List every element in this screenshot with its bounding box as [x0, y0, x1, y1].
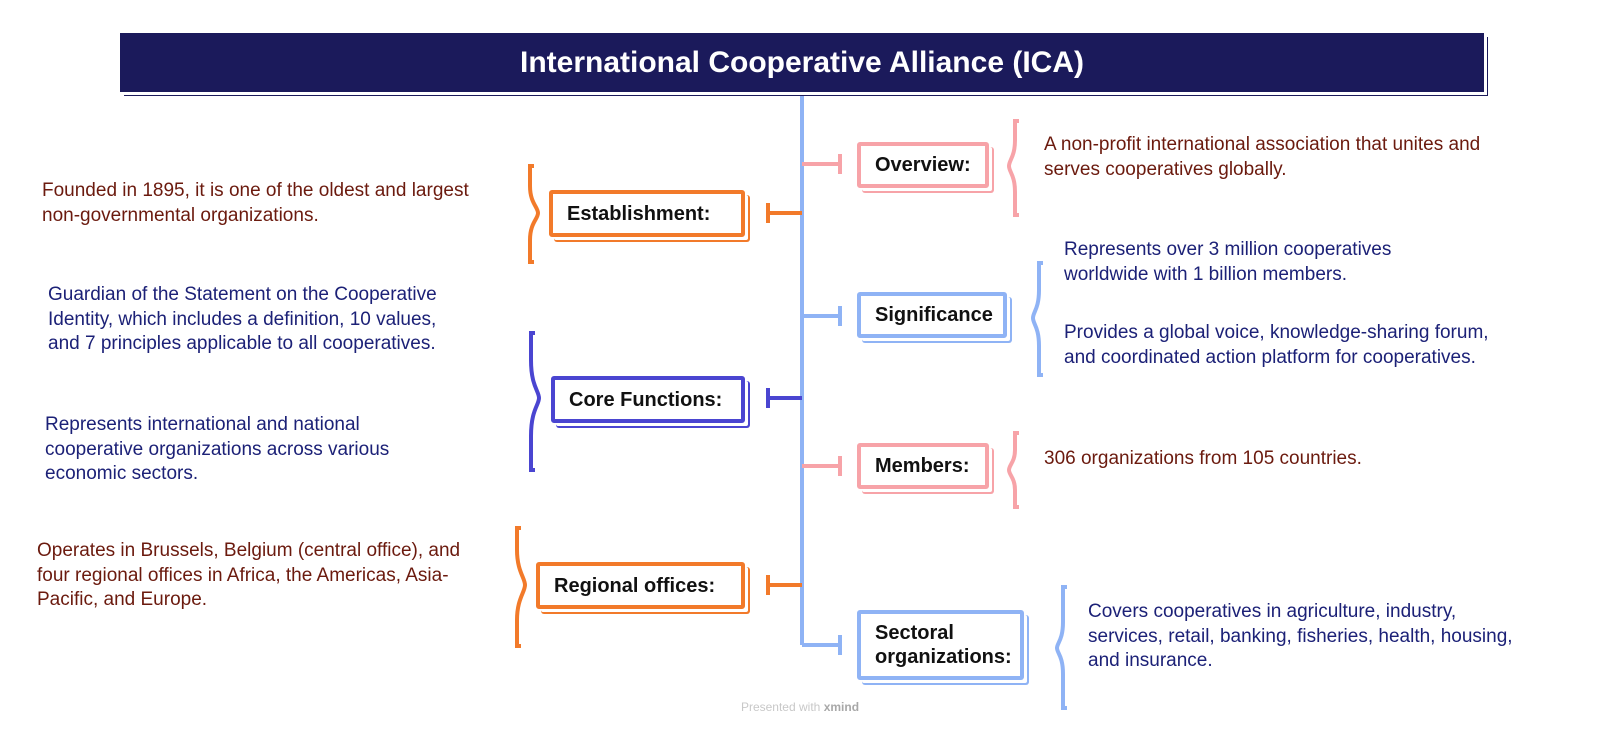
node-regional-offices[interactable]: Regional offices: — [536, 562, 745, 609]
node-core-functions-label: Core Functions: — [569, 388, 723, 411]
core-functions-detail-1: Guardian of the Statement on the Coopera… — [48, 284, 437, 354]
node-regional-offices-label: Regional offices: — [554, 574, 716, 597]
node-members-label: Members: — [875, 455, 970, 477]
overview-detail: A non-profit international association t… — [1044, 134, 1481, 180]
regional-offices-detail: Operates in Brussels, Belgium (central o… — [37, 540, 461, 610]
footer-brand: xmind — [823, 700, 860, 714]
significance-detail-1: Represents over 3 million cooperatives w… — [1064, 239, 1392, 285]
node-significance[interactable]: Significance — [857, 292, 1007, 338]
node-overview-label: Overview: — [875, 154, 971, 176]
node-sectoral-label: Sectoral organizations: — [875, 622, 1012, 668]
core-functions-detail-2: Represents international and national co… — [45, 414, 390, 484]
node-core-functions[interactable]: Core Functions: — [551, 376, 745, 423]
node-members[interactable]: Members: — [857, 443, 989, 489]
node-sectoral-organizations[interactable]: Sectoral organizations: — [857, 610, 1024, 680]
footer-prefix: Presented with — [740, 700, 821, 714]
node-significance-label: Significance — [875, 304, 993, 326]
node-establishment-label: Establishment: — [567, 202, 711, 225]
significance-detail-2: Provides a global voice, knowledge-shari… — [1064, 322, 1489, 368]
diagram-title: International Cooperative Alliance (ICA) — [120, 33, 1484, 92]
footer-credit: Presented with xmind — [0, 700, 1600, 714]
node-establishment[interactable]: Establishment: — [549, 190, 745, 237]
members-detail: 306 organizations from 105 countries. — [1044, 448, 1362, 469]
node-overview[interactable]: Overview: — [857, 142, 989, 188]
sectoral-detail: Covers cooperatives in agriculture, indu… — [1088, 601, 1513, 671]
establishment-detail: Founded in 1895, it is one of the oldest… — [42, 180, 469, 226]
